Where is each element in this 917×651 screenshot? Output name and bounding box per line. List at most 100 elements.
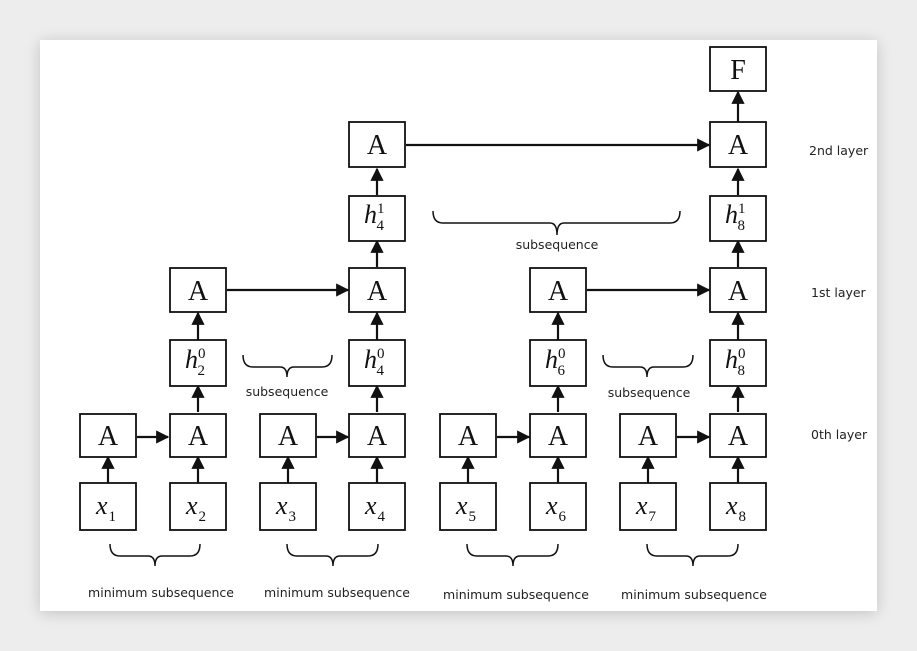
x8-base: x <box>725 491 738 520</box>
layer1-row: A A A A <box>169 267 767 313</box>
x2-sub: 2 <box>199 509 207 525</box>
h1-4-sup: 1 <box>377 201 385 217</box>
node-a2-8: A <box>709 121 767 168</box>
node-a0-2-label: A <box>188 421 209 452</box>
h0-4-base: h <box>364 345 377 374</box>
brace-min-4 <box>646 543 739 567</box>
caption-min-subsequence-2: minimum subsequence <box>264 585 410 600</box>
node-a2-8-label: A <box>728 130 749 161</box>
node-a1-6-label: A <box>548 276 569 307</box>
node-a0-1-label: A <box>98 421 119 452</box>
node-a0-3-label: A <box>278 421 299 452</box>
layer-label-2nd: 2nd layer <box>809 143 869 158</box>
layer2-row: A A <box>348 121 767 168</box>
svg-text:h02: h02 <box>185 345 206 379</box>
svg-text:h18: h18 <box>725 200 746 234</box>
caption-min-subsequence-3: minimum subsequence <box>443 587 589 602</box>
h0-8-sup: 0 <box>738 346 746 362</box>
subsequence-diagram: x1 x2 x3 x4 x5 x6 x7 x8 <box>79 46 869 602</box>
h1-8-sub: 8 <box>738 218 746 234</box>
node-a0-7: A <box>619 413 677 458</box>
h1-4-base: h <box>364 200 377 229</box>
input-row: x1 x2 x3 x4 x5 x6 x7 x8 <box>79 482 767 531</box>
x1-base: x <box>95 491 108 520</box>
x2-base: x <box>185 491 198 520</box>
svg-text:h14: h14 <box>364 200 385 234</box>
diagram-card: x1 x2 x3 x4 x5 x6 x7 x8 <box>40 40 877 611</box>
arrows <box>101 90 745 483</box>
x7-base: x <box>635 491 648 520</box>
node-a1-2-label: A <box>188 276 209 307</box>
input-node-x4: x4 <box>348 482 406 531</box>
input-node-x2: x2 <box>169 482 227 531</box>
x6-sub: 6 <box>559 509 567 525</box>
input-node-x8: x8 <box>709 482 767 531</box>
node-f: F <box>709 46 767 92</box>
svg-text:x5: x5 <box>455 491 476 525</box>
node-a0-4-label: A <box>367 421 388 452</box>
layer-labels: 2nd layer 1st layer 0th layer <box>809 143 869 442</box>
h0-4-sub: 4 <box>377 363 385 379</box>
node-a0-6: A <box>529 413 587 458</box>
node-a0-8: A <box>709 413 767 458</box>
x6-base: x <box>545 491 558 520</box>
node-a0-1: A <box>79 413 137 458</box>
node-a0-4: A <box>348 413 406 458</box>
h0-2-sub: 2 <box>198 363 206 379</box>
node-a1-8: A <box>709 267 767 313</box>
node-a2-4-label: A <box>367 130 388 161</box>
input-node-x3: x3 <box>259 482 317 531</box>
node-a0-8-label: A <box>728 421 749 452</box>
x5-base: x <box>455 491 468 520</box>
input-node-x7: x7 <box>619 482 677 531</box>
x3-base: x <box>275 491 288 520</box>
input-node-x5: x5 <box>439 482 497 531</box>
svg-text:h06: h06 <box>545 345 566 379</box>
node-a0-6-label: A <box>548 421 569 452</box>
brace-sub-l2 <box>432 210 681 236</box>
node-a0-5-label: A <box>458 421 479 452</box>
svg-text:x8: x8 <box>725 491 746 525</box>
svg-text:x2: x2 <box>185 491 206 525</box>
h0-6-sub: 6 <box>558 363 566 379</box>
svg-text:x1: x1 <box>95 491 116 525</box>
h1-8-base: h <box>725 200 738 229</box>
node-a0-5: A <box>439 413 497 458</box>
x4-sub: 4 <box>378 509 386 525</box>
brace-sub-l1-left <box>242 354 333 378</box>
node-a1-8-label: A <box>728 276 749 307</box>
caption-min-subsequence-1: minimum subsequence <box>88 585 234 600</box>
node-a1-4-label: A <box>367 276 388 307</box>
node-a1-2: A <box>169 267 227 313</box>
brace-min-2 <box>286 543 379 567</box>
node-a1-4: A <box>348 267 406 313</box>
x5-sub: 5 <box>469 509 477 525</box>
input-node-x6: x6 <box>529 482 587 531</box>
svg-text:h08: h08 <box>725 345 746 379</box>
node-a0-2: A <box>169 413 227 458</box>
node-f-label: F <box>730 55 746 86</box>
braces <box>109 210 739 567</box>
node-a0-3: A <box>259 413 317 458</box>
svg-text:x6: x6 <box>545 491 567 525</box>
svg-text:x3: x3 <box>275 491 296 525</box>
node-a1-6: A <box>529 267 587 313</box>
brace-min-1 <box>109 543 201 567</box>
node-a2-4: A <box>348 121 406 168</box>
caption-subsequence-l1-right: subsequence <box>608 385 691 400</box>
h0-8-sub: 8 <box>738 363 746 379</box>
x8-sub: 8 <box>739 509 747 525</box>
layer-label-0th: 0th layer <box>811 427 868 442</box>
x4-base: x <box>364 491 377 520</box>
h0-4-sup: 0 <box>377 346 385 362</box>
h1-4-sub: 4 <box>377 218 385 234</box>
h0-2-sup: 0 <box>198 346 206 362</box>
